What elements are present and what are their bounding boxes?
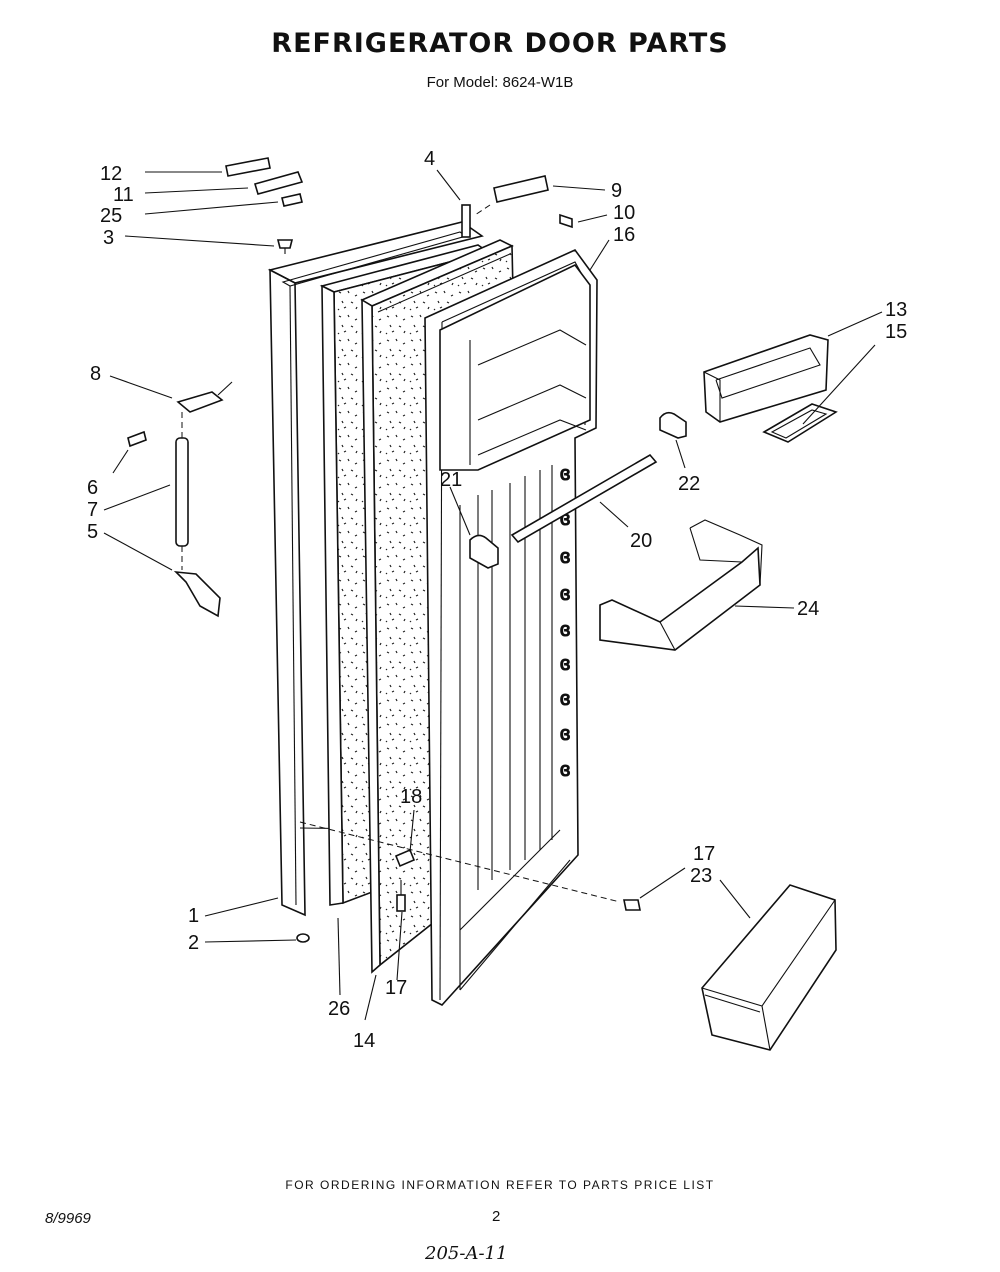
callout-9: 9 — [611, 180, 622, 202]
callout-2: 2 — [188, 932, 199, 954]
door-shelf-bin — [599, 519, 763, 651]
callout-6: 6 — [87, 477, 98, 499]
svg-text:ɞ: ɞ — [560, 688, 570, 710]
callout-5: 5 — [87, 521, 98, 543]
callout-26: 26 — [328, 998, 350, 1020]
date-code: 8/9969 — [45, 1210, 91, 1227]
callout-21: 21 — [440, 469, 462, 491]
lower-hinge — [173, 570, 221, 618]
svg-text:ɞ: ɞ — [560, 653, 570, 675]
hinge-bracket-upper — [176, 381, 233, 413]
callout-12: 12 — [100, 163, 122, 185]
callout-24: 24 — [797, 598, 819, 620]
callout-17-right: 17 — [693, 843, 715, 865]
callout-13: 13 — [885, 299, 907, 321]
shelf-bar — [510, 453, 658, 544]
svg-text:ɞ: ɞ — [560, 583, 570, 605]
page-title: REFRIGERATOR DOOR PARTS — [271, 28, 729, 59]
callout-1: 1 — [188, 905, 199, 927]
top-trim-pieces — [225, 157, 304, 207]
door-button — [296, 933, 310, 943]
callout-4: 4 — [424, 148, 435, 170]
callout-16: 16 — [613, 224, 635, 246]
svg-text:ɞ: ɞ — [560, 723, 570, 745]
upper-hinge — [474, 175, 549, 216]
hinge-screw — [559, 213, 573, 229]
callout-7: 7 — [87, 499, 98, 521]
callout-11: 11 — [113, 184, 134, 206]
bracket-screw — [127, 430, 147, 448]
callout-17-left: 17 — [385, 977, 407, 999]
svg-text:ɞ: ɞ — [560, 546, 570, 568]
page-number: 2 — [492, 1208, 501, 1225]
door-plug — [276, 239, 294, 254]
callout-20: 20 — [630, 530, 652, 552]
door-stop-post — [461, 204, 471, 238]
bar-retainer-right — [659, 411, 687, 439]
ordering-note: FOR ORDERING INFORMATION REFER TO PARTS … — [285, 1178, 715, 1192]
callout-23: 23 — [690, 865, 712, 887]
dairy-tray — [762, 403, 838, 443]
callout-numbers: 12 11 25 3 4 9 10 16 13 15 8 6 7 5 21 22… — [87, 148, 907, 1052]
callout-18: 18 — [400, 786, 422, 808]
door-liner: ɞ ɞ ɞ ɞ ɞ ɞ ɞ ɞ ɞ — [424, 249, 598, 1006]
model-subtitle: For Model: 8624-W1B — [426, 74, 574, 91]
callout-22: 22 — [678, 473, 700, 495]
svg-text:ɞ: ɞ — [560, 619, 570, 641]
callout-15: 15 — [885, 321, 907, 343]
svg-text:ɞ: ɞ — [560, 508, 570, 530]
screw-and-clip — [299, 821, 641, 912]
dairy-compartment-door — [703, 334, 829, 423]
handwritten-code: 205-A-11 — [425, 1243, 508, 1264]
bar-retainer-left — [469, 534, 499, 569]
leader-lines — [103, 169, 883, 1021]
svg-text:ɞ: ɞ — [560, 759, 570, 781]
callout-3: 3 — [103, 227, 114, 249]
callout-25: 25 — [100, 205, 122, 227]
callout-10: 10 — [613, 202, 635, 224]
hinge-pin-rod — [175, 412, 189, 570]
callout-8: 8 — [90, 363, 101, 385]
callout-14: 14 — [353, 1030, 375, 1052]
svg-text:ɞ: ɞ — [560, 463, 570, 485]
door-bin-lower — [701, 884, 837, 1051]
